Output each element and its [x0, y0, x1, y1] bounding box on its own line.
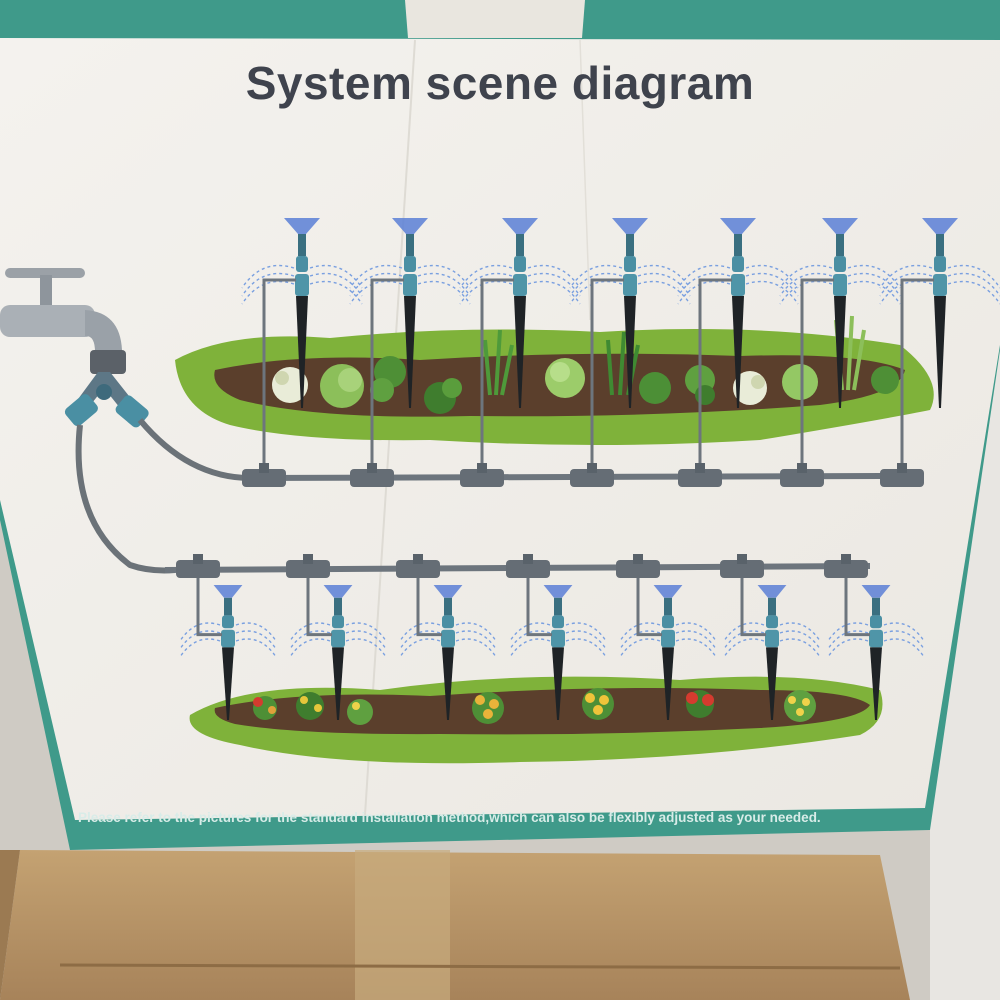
tee-connector-icon [176, 554, 220, 578]
tee-connector-icon [678, 463, 722, 487]
tee-connector-icon [396, 554, 440, 578]
tee-connector-icon [460, 463, 504, 487]
sprinkler-icon [509, 569, 607, 720]
flower-icon [582, 688, 614, 720]
tee-connector-icon [506, 554, 550, 578]
sprinkler-icon [289, 569, 387, 720]
faucet-icon [0, 268, 126, 374]
flower-icon [686, 690, 714, 718]
hose-upper [137, 418, 256, 482]
tee-connector-icon [616, 554, 660, 578]
plant-icon [483, 329, 514, 396]
sprinkler-icon [459, 218, 581, 478]
tee-connector-icon [780, 463, 824, 487]
flower-icon [347, 699, 373, 725]
sprinkler-icon [723, 569, 821, 720]
plant-icon [320, 364, 364, 408]
plant-icon [424, 378, 462, 414]
tee-connector-icon [824, 554, 868, 578]
plant-icon [639, 372, 671, 404]
tee-connector-icon [570, 463, 614, 487]
plant-icon [733, 371, 767, 405]
sprinkler-icon [779, 218, 901, 478]
sprinkler-icon [349, 218, 471, 478]
tee-connector-icon [286, 554, 330, 578]
plant-icon [272, 367, 308, 403]
plant-icon [545, 358, 585, 398]
plant-icon [871, 366, 899, 394]
sprinkler-icon [569, 218, 691, 478]
sprinkler-icon [619, 569, 717, 720]
hose-lower [75, 424, 176, 574]
installation-note: Please refer to the pictures for the sta… [78, 810, 821, 825]
sprinkler-icon [879, 218, 1000, 478]
diagram-title: System scene diagram [245, 57, 755, 109]
sprinkler-icon [179, 569, 277, 720]
flower-icon [253, 696, 277, 720]
tee-connector-icon [242, 463, 286, 487]
flower-icon [296, 692, 324, 720]
cardboard-box [0, 850, 910, 1000]
sprinkler-icon [677, 218, 799, 478]
sprinkler-icon [399, 569, 497, 720]
plant-icon [782, 364, 818, 400]
sprinkler-icon [241, 218, 363, 478]
plant-icon [370, 356, 406, 402]
tee-connector-icon [350, 463, 394, 487]
lower-flowers [253, 688, 816, 725]
flower-icon [784, 690, 816, 722]
sprinkler-icon [827, 569, 925, 720]
flower-icon [472, 692, 504, 724]
y-splitter-icon [64, 372, 149, 428]
tee-connector-icon [720, 554, 764, 578]
tee-connector-icon [880, 463, 924, 487]
